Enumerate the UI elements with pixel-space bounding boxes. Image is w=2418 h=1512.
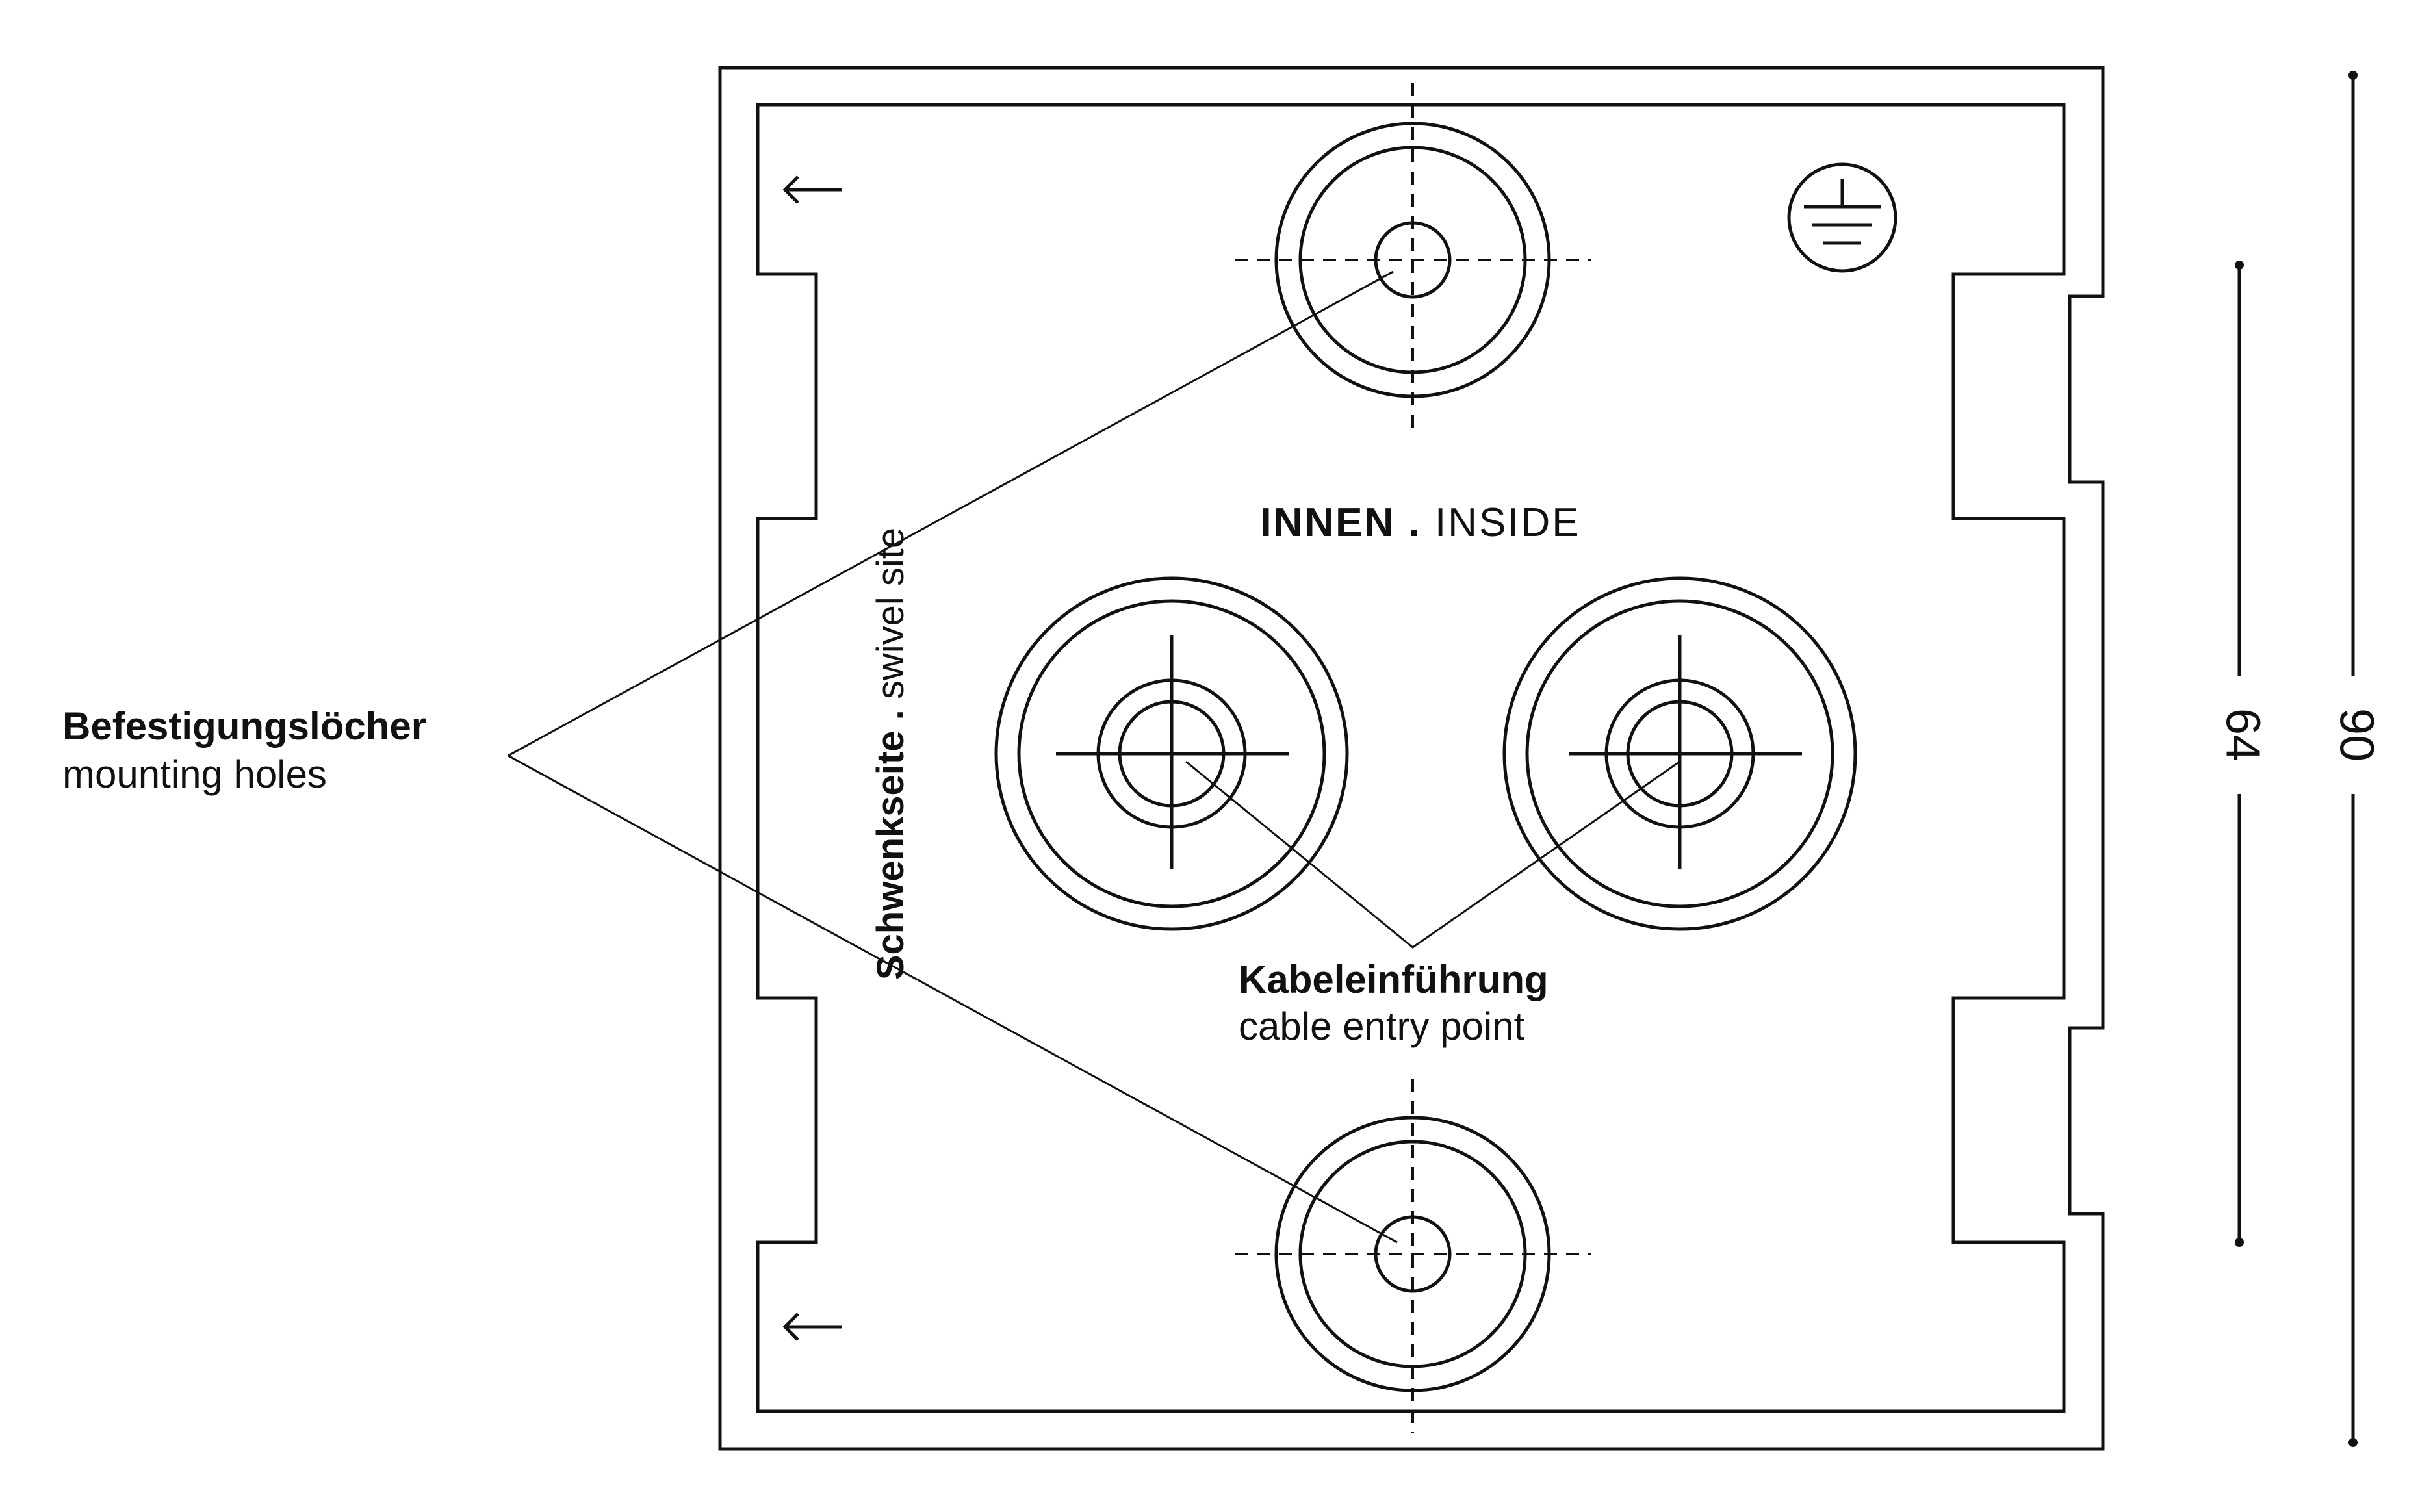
cable-entry-right [1502, 576, 1857, 931]
ground-icon [1787, 162, 1897, 273]
inner-outline [756, 103, 2066, 1413]
arrow-left-icon [782, 175, 842, 204]
leader-mounting-holes [508, 270, 1398, 1244]
cable-entry-subtitle: cable entry point [1239, 1005, 1525, 1048]
swivel-label-light: swivel site [869, 528, 912, 699]
mounting-hole-bottom [1235, 1079, 1591, 1433]
dimension-outer-label: 90 [2330, 708, 2384, 762]
dimension-inner: 64 [2216, 261, 2270, 1247]
mounting-hole-top [1235, 83, 1591, 437]
swivel-label: Schwenkseite . swivel site [869, 528, 912, 980]
cable-entry-left [994, 576, 1349, 931]
dimension-outer: 90 [2330, 71, 2384, 1447]
dimension-inner-label: 64 [2216, 708, 2270, 762]
inside-label-bold: INNEN . [1260, 500, 1421, 545]
swivel-label-bold: Schwenkseite . [869, 710, 912, 980]
leader-cable-entry [1185, 760, 1680, 949]
arrow-left-icon [782, 1313, 842, 1341]
inside-label: INNEN . INSIDE [1260, 500, 1580, 545]
inside-label-light: INSIDE [1435, 500, 1581, 545]
mounting-holes-subtitle: mounting holes [62, 752, 327, 796]
mounting-holes-title: Befestigungslöcher [62, 704, 426, 748]
outer-frame [718, 66, 2105, 1451]
cable-entry-title: Kabeleinführung [1239, 958, 1549, 1001]
